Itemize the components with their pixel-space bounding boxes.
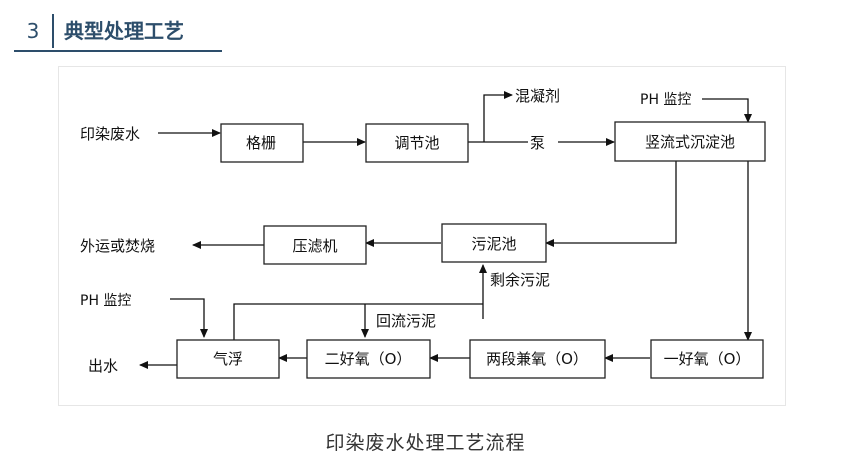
return-sludge-label: 回流污泥 [376, 312, 436, 330]
diagram-caption: 印染废水处理工艺流程 [325, 432, 526, 454]
air-flotation-label: 气浮 [213, 350, 243, 368]
vertical-settling-label: 竖流式沉淀池 [645, 133, 735, 151]
disposal-label: 外运或焚烧 [80, 237, 155, 255]
coagulant-label: 混凝剂 [515, 87, 560, 105]
grille-label: 格栅 [246, 134, 276, 152]
flow-arrows [139, 91, 752, 369]
air-flotation-box [176, 339, 280, 379]
aerobic-1-box [650, 339, 764, 379]
residual-sludge-label: 剩余污泥 [490, 271, 550, 289]
two-stage-anoxic-box [469, 339, 606, 379]
regulating-tank-box [365, 123, 469, 163]
header-divider [52, 14, 54, 48]
raw-water-label: 印染废水 [80, 125, 140, 143]
sludge-tank-label: 污泥池 [471, 235, 516, 253]
ph-control-bottom-label: PH 监控 [80, 293, 131, 309]
header-underline [14, 50, 222, 52]
two-stage-anoxic-label: 两段兼氧（O） [486, 350, 588, 368]
vertical-settling-box [614, 121, 766, 162]
pump-label: 泵 [530, 134, 545, 152]
section-title: 典型处理工艺 [64, 19, 184, 43]
section-number: 3 [26, 19, 40, 43]
section-header: 3 典型处理工艺 [14, 12, 222, 52]
aerobic-1-label: 一好氧（O） [664, 350, 751, 368]
process-boxes [176, 121, 766, 379]
regulating-tank-label: 调节池 [394, 134, 439, 152]
sludge-tank-box [441, 223, 547, 263]
aerobic-2-box [306, 339, 431, 379]
filter-press-box [263, 225, 367, 265]
filter-press-label: 压滤机 [292, 237, 337, 255]
outflow-label: 出水 [88, 357, 118, 375]
aerobic-2-label: 二好氧（O） [325, 350, 412, 368]
ph-control-top-label: PH 监控 [640, 92, 691, 108]
grille-box [220, 123, 304, 163]
